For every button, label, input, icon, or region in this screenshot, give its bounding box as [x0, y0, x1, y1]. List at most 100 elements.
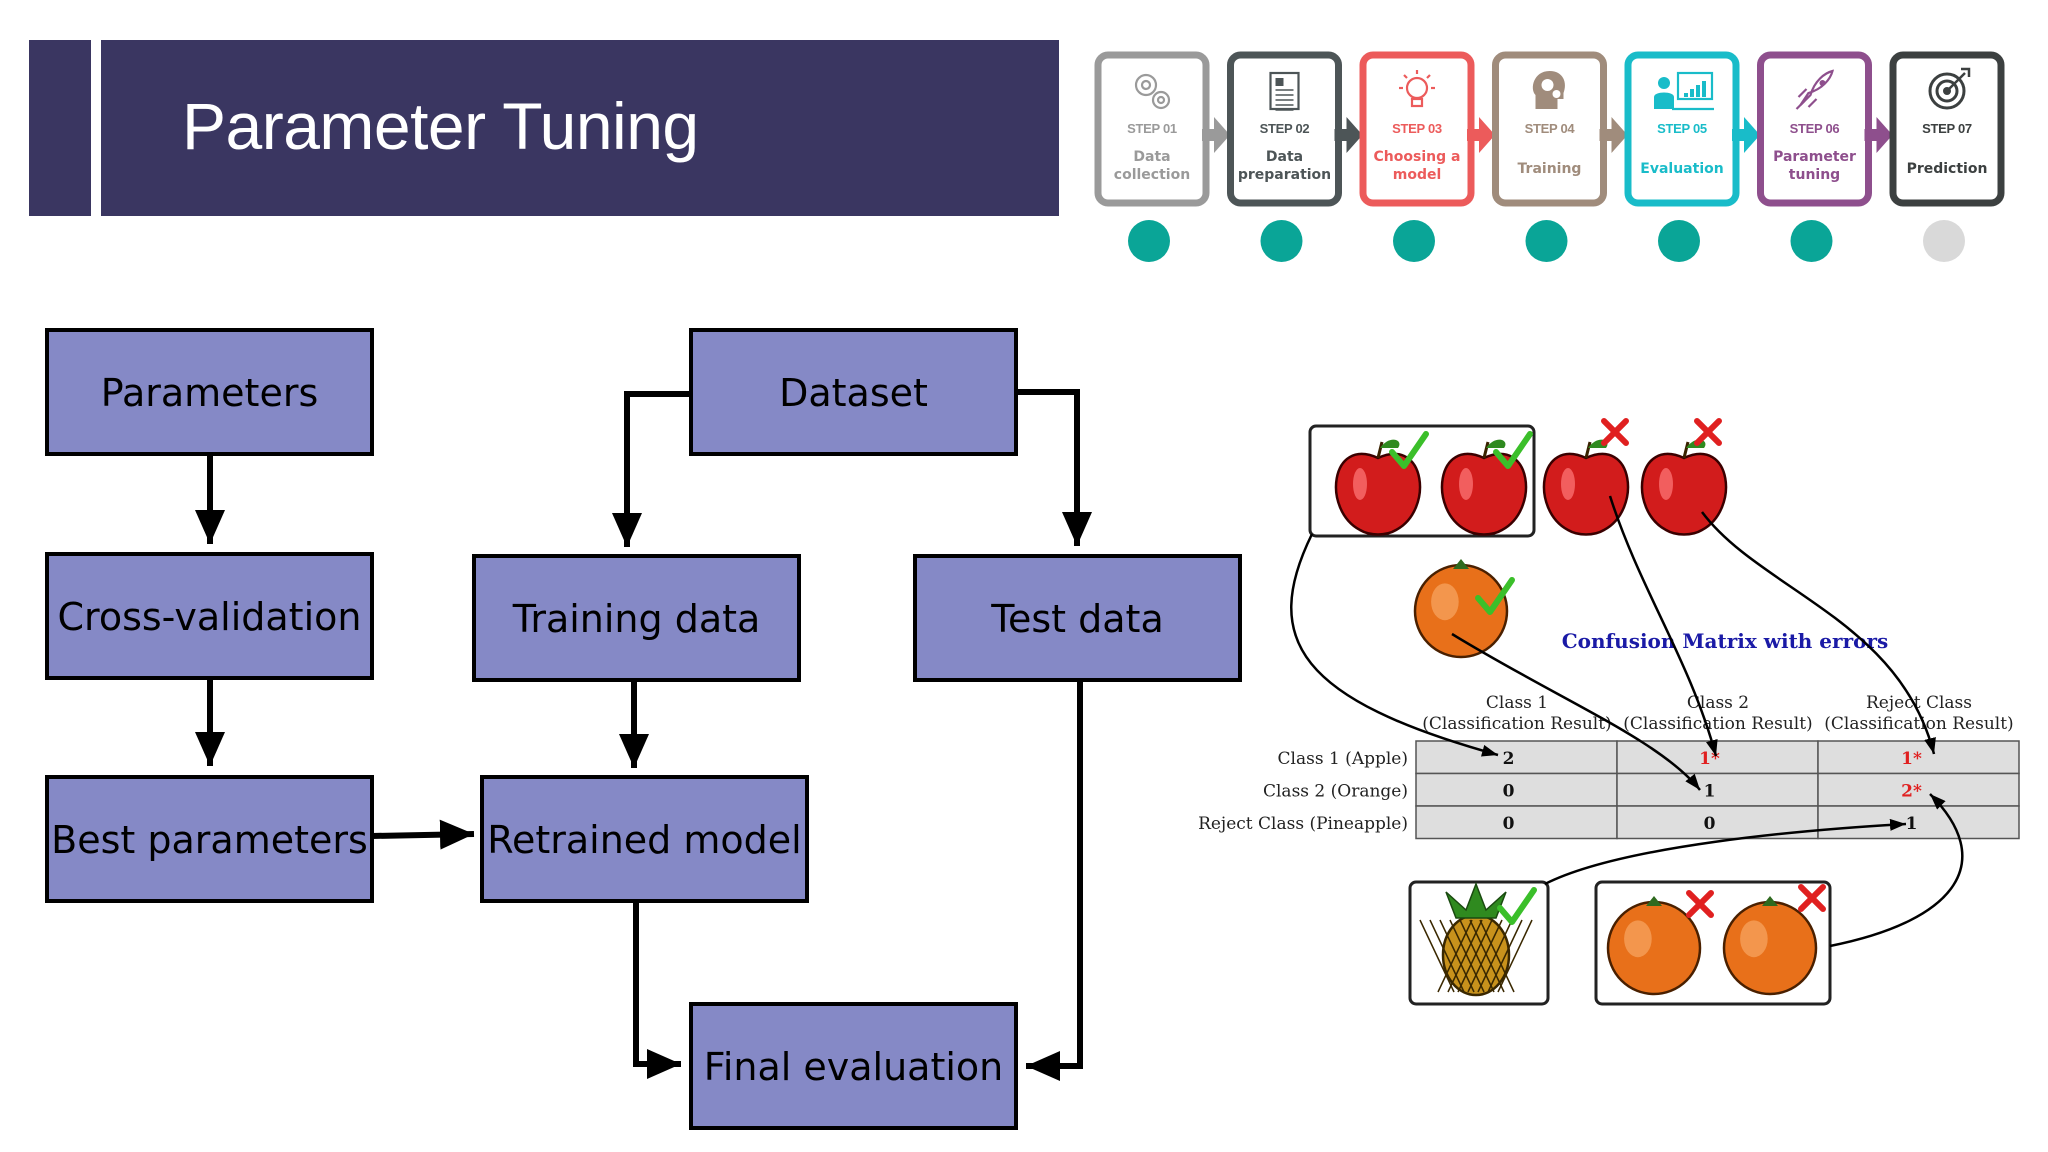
row-header: Reject Class (Pineapple) — [1198, 814, 1408, 834]
step-connector-arrow — [1202, 117, 1230, 153]
matrix-cell — [1616, 772, 1819, 807]
node-dataset: Dataset — [689, 328, 1018, 456]
column-header: Reject Class — [1866, 693, 1972, 713]
progress-dot-1 — [1128, 220, 1170, 262]
node-label: Best parameters — [51, 818, 368, 862]
column-header: (Classification Result) — [1422, 714, 1611, 734]
progress-dot-6 — [1790, 220, 1833, 262]
node-label: Dataset — [779, 371, 928, 415]
apple-icon — [1542, 439, 1630, 536]
node-box — [45, 775, 374, 903]
node-box — [472, 554, 801, 682]
step-label: Choosing a — [1374, 149, 1461, 165]
node-label: Cross-validation — [58, 595, 362, 639]
checkmark-icon — [1497, 887, 1537, 925]
matrix-cell — [1415, 805, 1618, 840]
node-box — [480, 775, 809, 903]
flow-connector — [633, 901, 681, 1079]
matrix-cell — [1415, 740, 1618, 775]
head-gears-icon — [1532, 71, 1565, 109]
step-number: STEP 04 — [1525, 121, 1576, 136]
step-label: Data — [1266, 149, 1303, 165]
step-number: STEP 07 — [1922, 121, 1972, 136]
apple-frame — [1308, 424, 1536, 538]
column-header: (Classification Result) — [1623, 714, 1812, 734]
mapping-arrow — [1544, 818, 1907, 886]
apple-icon — [1640, 439, 1728, 536]
step-connector-arrow — [1732, 117, 1760, 153]
progress-dot-3 — [1393, 220, 1435, 262]
pipeline-step-3: STEP 03 Choosing a model — [1359, 51, 1475, 207]
step-number: STEP 05 — [1657, 121, 1707, 136]
column-header: Class 1 — [1486, 693, 1548, 713]
matrix-value: 1 — [1704, 782, 1716, 802]
orange-icon — [1413, 559, 1509, 659]
checkmark-icon — [1493, 431, 1533, 469]
node-training-data: Training data — [472, 554, 801, 682]
node-label: Retrained model — [487, 818, 801, 862]
step-frame — [1889, 51, 2005, 207]
progress-dot-2 — [1260, 220, 1303, 262]
cross-mark-icon — [1601, 418, 1629, 446]
checkmark-icon — [1475, 577, 1515, 615]
matrix-value: 0 — [1503, 782, 1515, 802]
pipeline-step-7: STEP 07 Prediction — [1889, 51, 2005, 207]
target-icon — [1928, 67, 1971, 110]
flow-connector — [612, 391, 691, 547]
orange-icon — [1722, 896, 1818, 996]
node-box — [689, 328, 1018, 456]
step-number: STEP 03 — [1392, 121, 1442, 136]
node-label: Parameters — [101, 371, 319, 415]
step-number: STEP 02 — [1260, 121, 1310, 136]
step-connector-arrow — [1599, 117, 1628, 153]
apple-icon — [1440, 439, 1528, 536]
node-best-parameters: Best parameters — [45, 775, 374, 903]
node-box — [913, 554, 1242, 682]
node-label: Test data — [990, 597, 1164, 641]
checkmark-icon — [1389, 431, 1429, 469]
matrix-value: 0 — [1704, 814, 1716, 834]
node-box — [45, 328, 374, 456]
node-final-evaluation: Final evaluation — [689, 1002, 1018, 1130]
node-label: Training data — [512, 597, 761, 641]
mapping-arrow — [1290, 533, 1499, 757]
pineapple-frame — [1408, 880, 1550, 1006]
orange-icon — [1606, 896, 1702, 996]
node-test-data: Test data — [913, 554, 1242, 682]
cross-mark-icon — [1694, 418, 1722, 446]
matrix-value: 2* — [1901, 782, 1922, 802]
node-retrained-model: Retrained model — [480, 775, 809, 903]
step-connector-arrow — [1467, 117, 1495, 153]
node-label: Final evaluation — [704, 1045, 1004, 1089]
step-connector-arrow — [1864, 117, 1893, 153]
node-parameters: Parameters — [45, 328, 374, 456]
matrix-value: 1* — [1699, 749, 1720, 769]
step-label: Evaluation — [1640, 161, 1723, 177]
step-number: STEP 06 — [1790, 121, 1840, 136]
matrix-cell — [1415, 772, 1618, 807]
node-cross-validation: Cross-validation — [45, 552, 374, 680]
matrix-value: 1* — [1901, 749, 1922, 769]
mapping-arrow — [1829, 793, 1964, 948]
matrix-value: 0 — [1503, 814, 1515, 834]
rocket-icon — [1795, 69, 1835, 110]
mapping-arrow — [1451, 632, 1701, 791]
matrix-cell — [1817, 805, 2020, 840]
mapping-arrow — [1700, 511, 1936, 755]
column-header: Class 2 — [1687, 693, 1749, 713]
matrix-value: 1 — [1906, 814, 1918, 834]
step-label: Prediction — [1907, 161, 1988, 177]
cross-mark-icon — [1686, 890, 1714, 918]
column-header: (Classification Result) — [1824, 714, 2013, 734]
mapping-arrow — [1608, 495, 1718, 757]
title-accent-bar — [29, 40, 91, 216]
apple-icon — [1334, 439, 1422, 536]
lightbulb-icon — [1399, 70, 1435, 108]
step-label: model — [1393, 167, 1442, 183]
gears-icon — [1134, 73, 1171, 110]
orange-frame — [1594, 880, 1832, 1006]
